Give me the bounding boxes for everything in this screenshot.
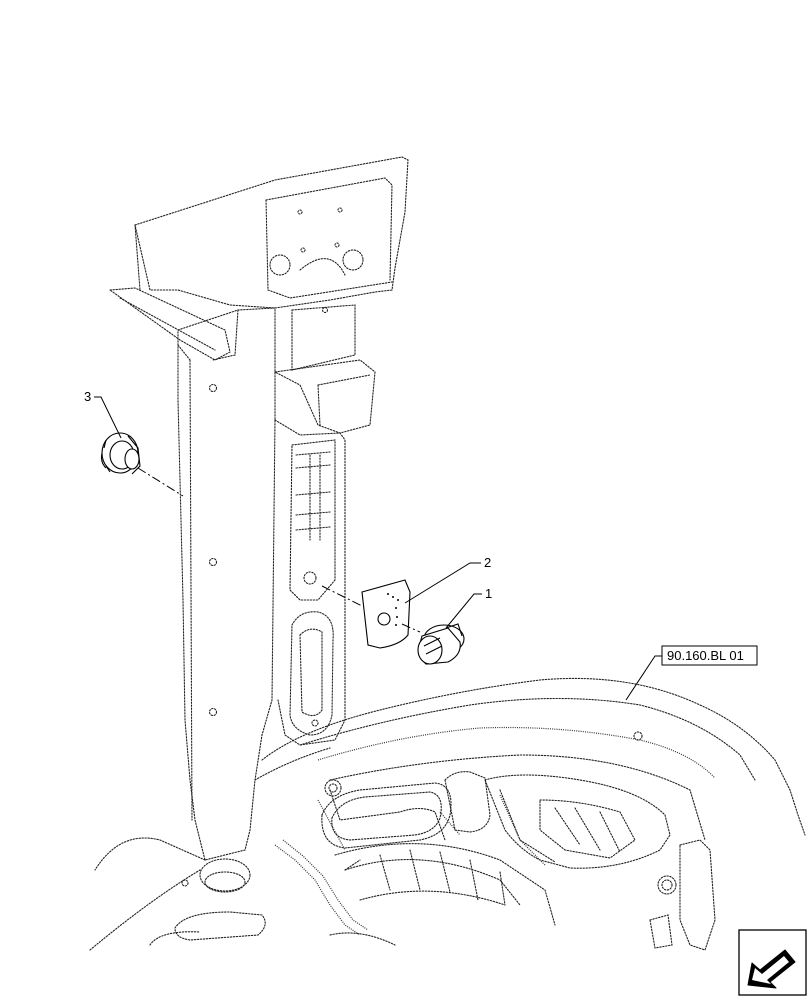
callout-2: 2 [484,555,491,570]
part-2-plate [361,579,411,649]
dashboard [89,677,806,951]
part-1-knob [417,623,465,665]
leader-2 [404,562,481,604]
callout-1: 1 [485,586,492,601]
back-arrow-icon[interactable] [738,929,807,996]
reference-box [661,645,758,666]
part-3-connector [100,432,141,475]
assembly-line-1-2 [321,585,421,633]
leader-reference [625,655,662,701]
callout-3: 3 [84,389,91,404]
leader-3 [94,396,122,439]
a-pillar [108,156,409,861]
assembly-line-3 [137,467,184,497]
leader-1 [445,593,482,629]
reference-label[interactable]: 90.160.BL 01 [667,648,744,663]
